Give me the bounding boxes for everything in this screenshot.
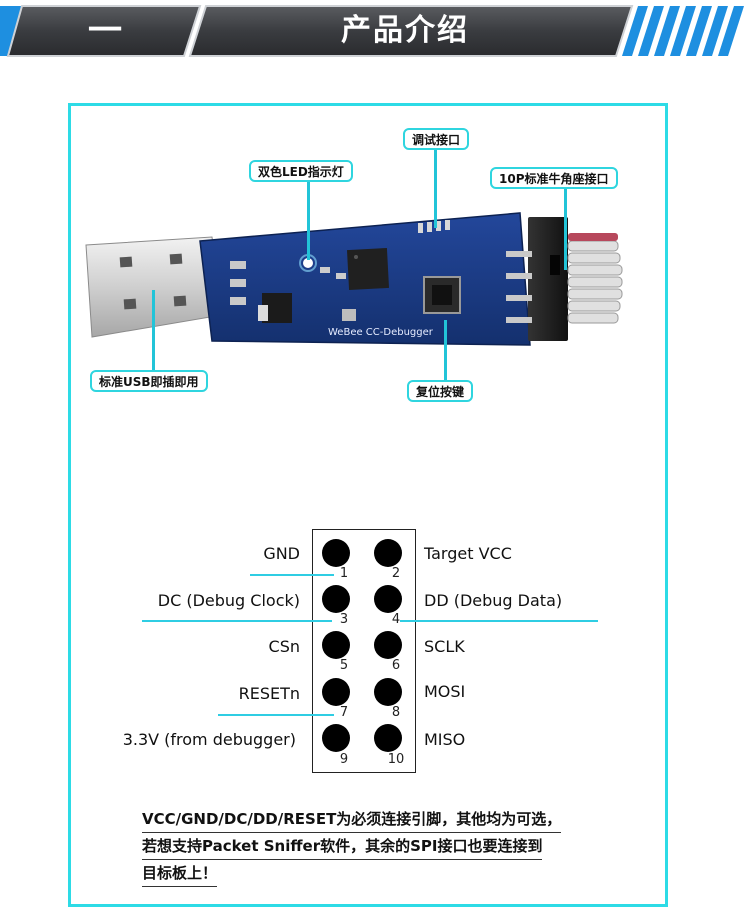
pin-3-dot: [322, 585, 350, 613]
pin-9-dot: [322, 724, 350, 752]
note-line-3: 目标板上！: [142, 862, 218, 887]
banner-graphic: [0, 5, 744, 57]
debugger-board-illustration: WeBee CC-Debugger: [85, 212, 623, 346]
pcb-board-icon: WeBee CC-Debugger: [199, 212, 531, 346]
callout-debug-port: 调试接口: [403, 128, 470, 150]
pin-8-dot: [374, 678, 402, 706]
pin-4-dot: [374, 585, 402, 613]
pin-header-outline: [312, 529, 416, 773]
callout-reset: 复位按键: [407, 380, 474, 402]
pin-10-dot: [374, 724, 402, 752]
pin-6-dot: [374, 631, 402, 659]
section-banner: 一 产品介绍: [0, 0, 750, 70]
pin-1-number: 1: [339, 566, 349, 581]
pin-2-dot: [374, 539, 402, 567]
pin-1-label: GND: [263, 544, 300, 563]
pin-2-label: Target VCC: [424, 544, 512, 563]
pin-10-number: 10: [387, 752, 405, 767]
led-leader: [307, 182, 310, 260]
pin-1-connector-line: [250, 574, 334, 576]
pin-5-label: CSn: [268, 637, 300, 656]
board-brand-text: WeBee CC-Debugger: [328, 327, 434, 338]
callout-idc-port: 10P标准牛角座接口: [490, 167, 618, 189]
pin-7-connector-line: [218, 714, 334, 716]
pin-5-number: 5: [339, 658, 349, 673]
content-frame: [68, 103, 668, 907]
pin-4-connector-line: [400, 620, 598, 622]
reset-leader: [444, 320, 447, 382]
usb-connector-icon: [85, 236, 223, 338]
pin-10-label: MISO: [424, 730, 466, 749]
section-title: 产品介绍: [341, 13, 469, 48]
pin-8-label: MOSI: [424, 682, 466, 701]
pin-5-dot: [322, 631, 350, 659]
debug-port-leader: [434, 150, 437, 228]
usb-leader-vertical: [152, 290, 155, 372]
idc-port-leader: [564, 188, 567, 270]
note-line-2: 若想支持Packet Sniffer软件，其余的SPI接口也要连接到: [142, 835, 543, 860]
pin-8-number: 8: [391, 705, 401, 720]
pin-6-number: 6: [391, 658, 401, 673]
pin-9-label: 3.3V (from debugger): [122, 730, 296, 749]
pin-6-label: SCLK: [424, 637, 465, 656]
pin-3-label: DC (Debug Clock): [157, 591, 300, 610]
pin-4-number: 4: [391, 612, 401, 627]
pin-7-label: RESETn: [238, 684, 300, 703]
idc-connector-icon: [506, 217, 623, 341]
pin-2-number: 2: [391, 566, 401, 581]
section-number: 一: [88, 11, 122, 51]
pin-4-label: DD (Debug Data): [424, 591, 563, 610]
pin-1-dot: [322, 539, 350, 567]
note-line-1: VCC/GND/DC/DD/RESET为必须连接引脚，其他均为可选，: [142, 808, 562, 833]
callout-usb: 标准USB即插即用: [90, 370, 208, 392]
pin-3-number: 3: [339, 612, 349, 627]
pin-7-dot: [322, 678, 350, 706]
pin-9-number: 9: [339, 752, 349, 767]
pin-7-number: 7: [339, 705, 349, 720]
pin-3-connector-line: [142, 620, 332, 622]
callout-led: 双色LED指示灯: [249, 160, 353, 182]
